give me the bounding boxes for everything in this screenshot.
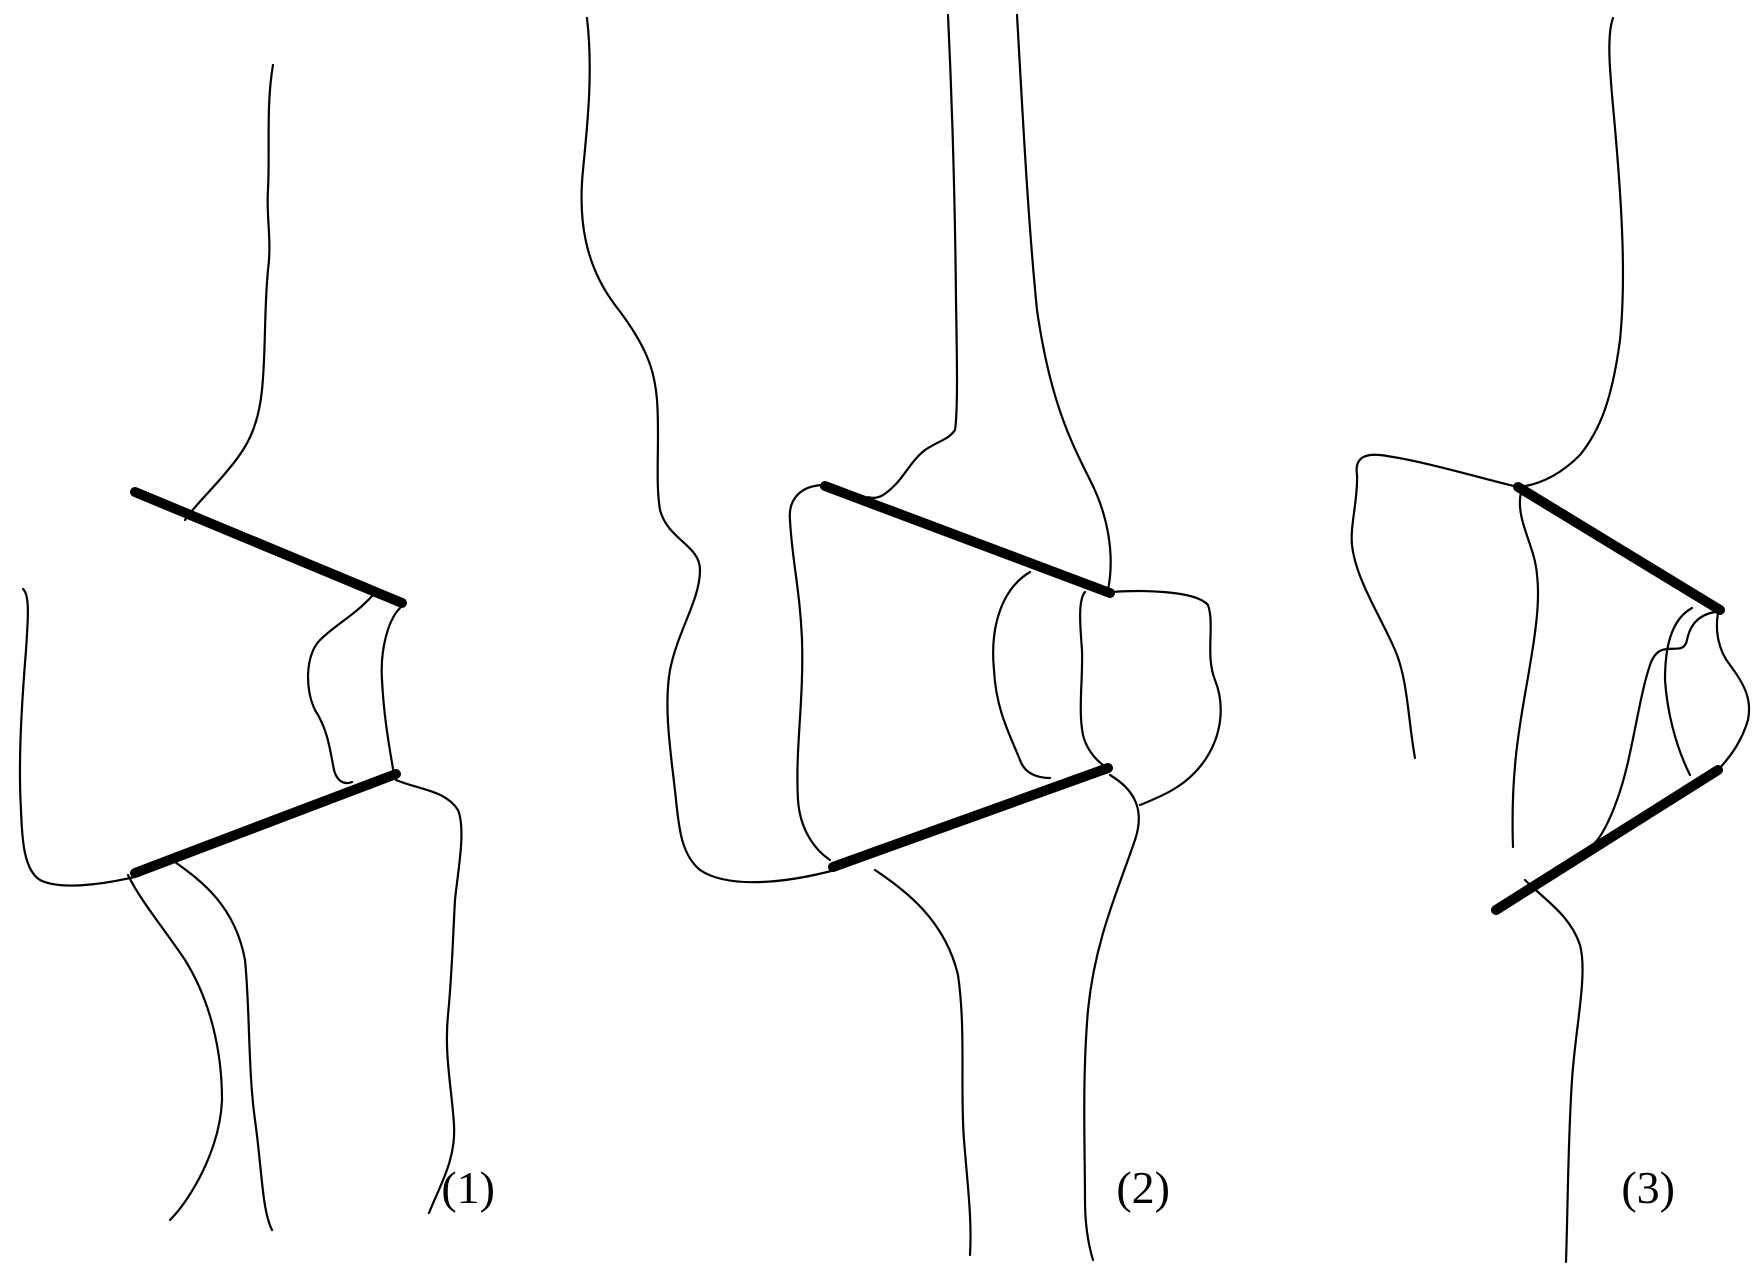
shaft-left-outline	[866, 13, 959, 499]
upper-bone-outline	[1516, 16, 1625, 489]
lower-axis-line	[1491, 765, 1723, 915]
lower-bone-outer-outline	[394, 778, 463, 1215]
upper-axis-line	[130, 487, 407, 608]
panel-2: (2)	[580, 13, 1222, 1262]
upper-bone-tip-outline	[306, 594, 374, 785]
inner-bone-left-outline	[1511, 490, 1540, 849]
lower-bone-outline	[1523, 878, 1584, 1264]
inner-bone-outline	[1079, 590, 1112, 772]
upper-axis-line	[1513, 482, 1725, 615]
joint-block-outline	[788, 483, 832, 862]
lower-axis-line	[130, 769, 401, 878]
upper-bone-outline	[183, 63, 275, 522]
upper-axis-line	[820, 481, 1115, 598]
inner-curve-outline	[1590, 610, 1717, 847]
side-bone-outline	[1108, 589, 1222, 807]
panel-label-1: (1)	[441, 1162, 495, 1213]
leg-left-outline	[580, 16, 837, 884]
panel-label-3: (3)	[1621, 1162, 1675, 1213]
joint-left-outline	[18, 587, 137, 887]
panel-1: (1)	[18, 63, 495, 1232]
lower-shaft-left-outline	[873, 868, 972, 1257]
lower-bone-inner-outline	[173, 860, 274, 1232]
panel-3: (3)	[1350, 16, 1751, 1264]
joint-right-outline	[1715, 611, 1751, 772]
inner-bone-right-outline	[1663, 606, 1694, 777]
inner-curve-outline	[992, 570, 1052, 780]
joint-left-outline	[1350, 453, 1520, 760]
shaft-right-outline	[1015, 13, 1112, 592]
panel-label-2: (2)	[1116, 1162, 1170, 1213]
joint-right-outline	[380, 606, 402, 777]
lower-bone-left-outline	[126, 873, 224, 1222]
lower-shaft-right-outline	[1083, 773, 1140, 1262]
lower-axis-line	[828, 763, 1113, 872]
